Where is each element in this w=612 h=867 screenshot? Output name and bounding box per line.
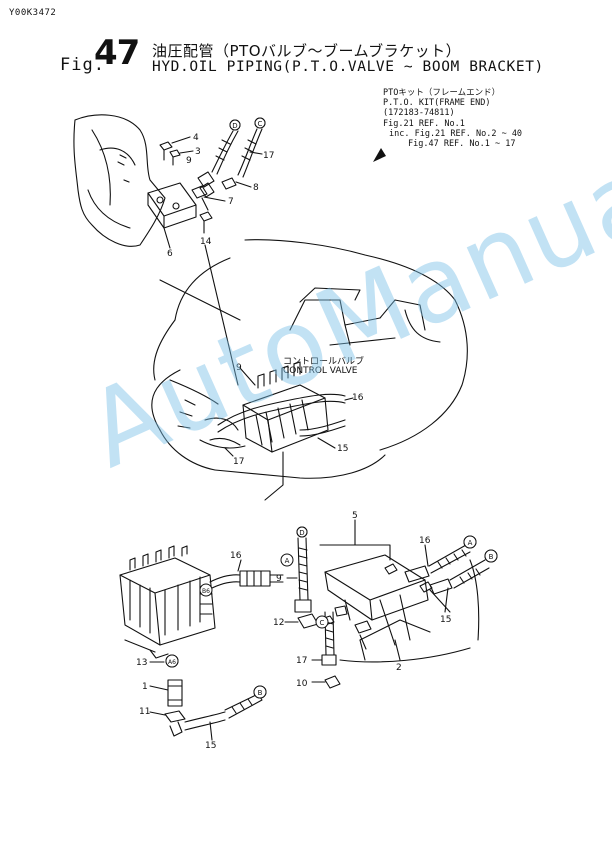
letter-a-bottom-right: A bbox=[468, 539, 473, 547]
kit-note-partno: (172183-74811) bbox=[383, 108, 455, 118]
callout-bl-16: 16 bbox=[230, 551, 242, 561]
elbow-fitting-11 bbox=[149, 710, 186, 737]
machine-upper-structure bbox=[151, 239, 468, 479]
kit-note-ref1: Fig.21 REF. No.1 bbox=[383, 119, 465, 129]
letter-a6: A6 bbox=[168, 659, 176, 666]
callout-top-3: 3 bbox=[195, 147, 201, 157]
control-valve-detail bbox=[119, 545, 216, 659]
circle-b-bottom-right bbox=[484, 549, 498, 563]
callout-top-6: 6 bbox=[167, 249, 173, 259]
letter-c-bottom: C bbox=[320, 619, 325, 627]
letter-b-bottom-right: B bbox=[489, 553, 494, 561]
callout-mid-15: 15 bbox=[337, 444, 348, 454]
hose-15-bottom-right bbox=[429, 559, 490, 613]
letter-c-top: C bbox=[258, 120, 263, 128]
hose-15-bottom-left bbox=[184, 693, 263, 741]
figure-prefix: Fig. bbox=[60, 55, 105, 75]
callout-bl-11: 11 bbox=[139, 707, 150, 717]
circle-a6 bbox=[165, 654, 179, 668]
callout-top-7: 7 bbox=[228, 197, 234, 207]
callout-top-14: 14 bbox=[200, 237, 212, 247]
callout-br-5: 5 bbox=[352, 511, 358, 521]
circle-a-bottom-left bbox=[280, 553, 294, 567]
fitting-17-10 bbox=[354, 620, 372, 650]
callout-bl-12: 12 bbox=[273, 618, 284, 628]
hoses-middle bbox=[209, 393, 346, 446]
kit-note-jp: PTOキット（フレームエンド） bbox=[383, 88, 501, 98]
kit-note-ref2: inc. Fig.21 REF. No.2 ~ 40 bbox=[389, 129, 523, 139]
bracket-detail bbox=[319, 544, 480, 663]
elbow-fitting-9 bbox=[197, 171, 215, 211]
bolt-3 bbox=[169, 149, 181, 166]
callout-bl-15: 15 bbox=[205, 741, 216, 751]
circle-d-bottom bbox=[296, 526, 308, 538]
callout-br-15: 15 bbox=[440, 615, 451, 625]
callout-br-2: 2 bbox=[396, 663, 402, 673]
fitting-5a bbox=[384, 563, 398, 575]
callout-br-16: 16 bbox=[419, 536, 431, 546]
hose-c-bottom bbox=[334, 599, 351, 621]
letter-b-bottom-left: B bbox=[258, 689, 263, 697]
fitting-5b bbox=[419, 581, 433, 593]
figure-number: 47 bbox=[94, 33, 140, 73]
callout-top-4: 4 bbox=[193, 133, 199, 143]
kit-note-ref3: Fig.47 REF. No.1 ~ 17 bbox=[408, 139, 516, 149]
bolt-4 bbox=[159, 141, 173, 161]
control-valve-label-jp: コントロールバルブ bbox=[283, 357, 365, 367]
callout-mid-17: 17 bbox=[233, 457, 244, 467]
callout-top-8: 8 bbox=[253, 183, 259, 193]
callout-top-17: 17 bbox=[263, 151, 274, 161]
adapter-1 bbox=[149, 679, 183, 707]
adapter-7 bbox=[191, 185, 226, 202]
callout-bl-9: 9 bbox=[276, 574, 282, 584]
callout-br-17: 17 bbox=[296, 656, 307, 666]
control-valve-middle bbox=[242, 361, 329, 453]
circle-c-top bbox=[254, 117, 266, 129]
kit-note-en: P.T.O. KIT(FRAME END) bbox=[383, 98, 491, 108]
hose-16-bottom-right bbox=[404, 544, 471, 583]
circle-a-bottom-right bbox=[463, 535, 477, 549]
callout-bl-13: 13 bbox=[136, 658, 147, 668]
hose-9-bottom bbox=[286, 526, 312, 613]
bolt-14 bbox=[199, 211, 213, 234]
callout-mid-16: 16 bbox=[352, 393, 364, 403]
mounting-plate bbox=[147, 182, 197, 229]
letter-b6: B6 bbox=[202, 588, 210, 595]
circle-b6 bbox=[199, 583, 213, 597]
callout-mid-9: 9 bbox=[236, 363, 242, 373]
circle-d-top bbox=[229, 119, 241, 131]
control-valve-label-en: CONTROL VALVE bbox=[283, 366, 358, 376]
kit-note-arrow bbox=[373, 148, 386, 162]
letter-d-bottom: D bbox=[299, 529, 304, 537]
letter-a-bottom-left: A bbox=[285, 557, 290, 565]
boom-bracket-casting bbox=[73, 114, 166, 247]
figure-title-japanese: 油圧配管（PTOバルブ〜ブームブラケット） bbox=[152, 42, 462, 60]
callout-bl-1: 1 bbox=[142, 682, 148, 692]
hose-16-bottom-left bbox=[209, 559, 284, 590]
callout-top-9: 9 bbox=[186, 156, 192, 166]
letter-d-top: D bbox=[232, 122, 237, 130]
circle-b-bottom-left bbox=[253, 685, 267, 699]
document-code: Y00K3472 bbox=[9, 8, 57, 18]
callout-br-10: 10 bbox=[296, 679, 308, 689]
figure-title-english: HYD.OIL PIPING(P.T.O.VALVE ~ BOOM BRACKE… bbox=[152, 59, 544, 75]
elbow-fitting-8 bbox=[221, 177, 252, 190]
circle-c-bottom bbox=[315, 615, 329, 629]
